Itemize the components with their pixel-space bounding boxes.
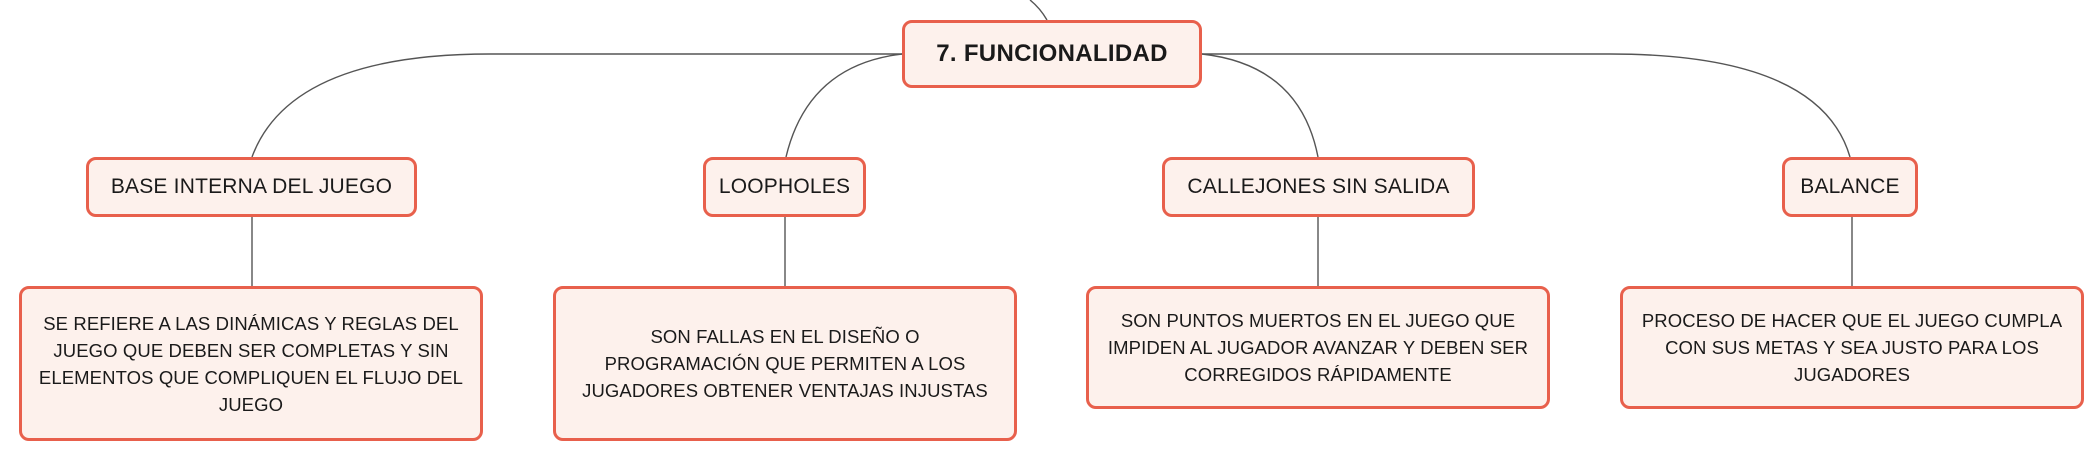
detail-balance[interactable]: PROCESO DE HACER QUE EL JUEGO CUMPLA CON… bbox=[1620, 286, 2084, 409]
connector-parent bbox=[1029, 0, 1048, 21]
detail-text: PROCESO DE HACER QUE EL JUEGO CUMPLA CON… bbox=[1641, 310, 2063, 385]
detail-loopholes[interactable]: SON FALLAS EN EL DISEÑO O PROGRAMACIÓN Q… bbox=[553, 286, 1017, 441]
connector-to-topic-1 bbox=[785, 53, 903, 158]
connector-to-topic-3 bbox=[1202, 53, 1851, 158]
connector-to-topic-0 bbox=[251, 53, 902, 158]
detail-text: SON PUNTOS MUERTOS EN EL JUEGO QUE IMPID… bbox=[1107, 310, 1529, 385]
topic-callejones[interactable]: CALLEJONES SIN SALIDA bbox=[1162, 157, 1475, 217]
topic-label: LOOPHOLES bbox=[718, 175, 851, 198]
detail-callejones[interactable]: SON PUNTOS MUERTOS EN EL JUEGO QUE IMPID… bbox=[1086, 286, 1550, 409]
topic-label: CALLEJONES SIN SALIDA bbox=[1187, 175, 1450, 198]
connector-to-topic-2 bbox=[1201, 53, 1319, 158]
detail-text: SON FALLAS EN EL DISEÑO O PROGRAMACIÓN Q… bbox=[582, 326, 988, 401]
topic-loopholes[interactable]: LOOPHOLES bbox=[703, 157, 866, 217]
detail-text: SE REFIERE A LAS DINÁMICAS Y REGLAS DEL … bbox=[38, 312, 464, 415]
central-topic[interactable]: 7. FUNCIONALIDAD bbox=[902, 20, 1202, 88]
topic-label: BASE INTERNA DEL JUEGO bbox=[110, 175, 393, 198]
topic-balance[interactable]: BALANCE bbox=[1782, 157, 1918, 217]
central-topic-label: 7. FUNCIONALIDAD bbox=[936, 40, 1168, 67]
topic-base-interna[interactable]: BASE INTERNA DEL JUEGO bbox=[86, 157, 417, 217]
detail-base-interna[interactable]: SE REFIERE A LAS DINÁMICAS Y REGLAS DEL … bbox=[19, 286, 483, 441]
topic-label: BALANCE bbox=[1800, 175, 1900, 198]
